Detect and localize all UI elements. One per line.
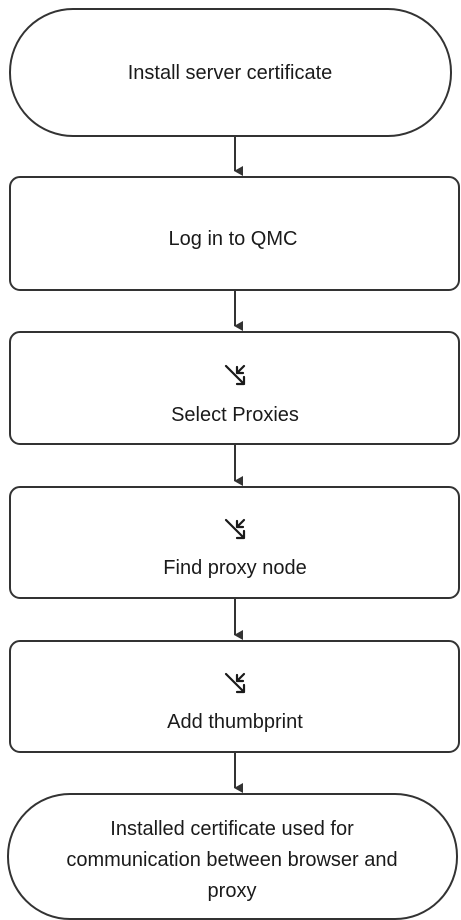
start-terminal-shape [9,8,452,137]
step-box [9,331,460,445]
step-label: Find proxy node [163,557,306,579]
end-terminal: Installed certificate used for communica… [7,793,458,920]
step-label: Add thumbprint [167,711,303,733]
step-box [9,486,460,599]
start-terminal: Install server certificate [9,8,452,137]
collapse-arrows-icon [224,672,246,694]
collapse-arrows-icon [224,518,246,540]
step-log-in-to-qmc: Log in to QMC [9,176,460,291]
collapse-arrows-icon [224,364,246,386]
step-label: Select Proxies [171,404,299,426]
step-add-thumbprint: Add thumbprint [9,640,460,753]
start-terminal-label: Install server certificate [128,62,333,84]
step-label: Log in to QMC [169,228,298,250]
end-terminal-shape [7,793,458,920]
step-select-proxies: Select Proxies [9,331,460,445]
step-box [9,640,460,753]
end-terminal-label-line1: Installed certificate used for [110,818,354,840]
step-find-proxy-node: Find proxy node [9,486,460,599]
end-terminal-label-line2: communication between browser and [66,849,397,871]
end-terminal-label-line3: proxy [208,880,257,902]
